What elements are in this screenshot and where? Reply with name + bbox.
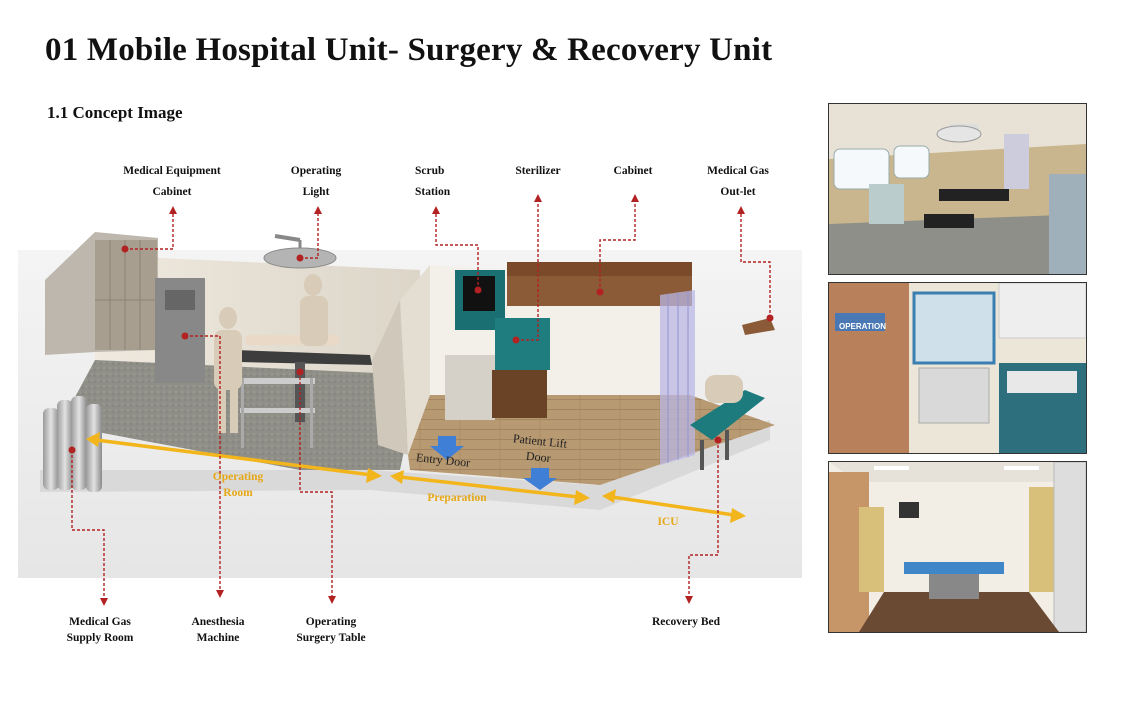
label-recovery-bed: Recovery Bed [651, 616, 721, 628]
icu-curtain [660, 290, 695, 465]
zone-icu: ICU [657, 516, 679, 528]
recovery-bed-shape [690, 390, 765, 440]
gas-cylinders [43, 396, 102, 492]
floor-slab-edge [40, 420, 770, 510]
leader-markers [68, 194, 774, 606]
section-subtitle: 1.1 Concept Image [47, 103, 183, 122]
partition-wall [400, 265, 430, 455]
photo-scrub-station: OPERATION [828, 282, 1087, 454]
photo-recovery-room [828, 461, 1087, 633]
concept-illustration [18, 194, 802, 606]
operation-sign: OPERATION [839, 322, 886, 331]
equipment-cabinet-front [95, 240, 157, 350]
staff-figures [214, 274, 328, 433]
gas-outlet-shape [742, 318, 775, 335]
label-sterilizer: Sterilizer [515, 165, 561, 177]
page-title: 01 Mobile Hospital Unit- Surgery & Recov… [45, 32, 773, 68]
zone-preparation: Preparation [427, 492, 487, 504]
leader-lines [71, 200, 771, 600]
zone-arrows [86, 432, 746, 523]
operating-room-floor [60, 360, 420, 470]
label-cabinet: Cabinet [613, 165, 653, 177]
sterilizer-shape [495, 318, 550, 370]
surgery-table-top [235, 350, 372, 365]
photo-operating-room [828, 103, 1087, 275]
door-arrows [430, 436, 557, 490]
